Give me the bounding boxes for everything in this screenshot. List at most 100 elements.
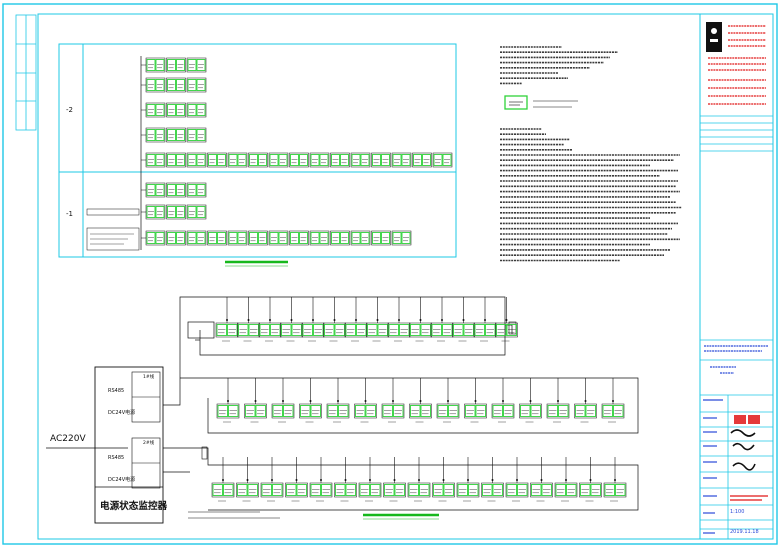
floor-diagram-caption [225,260,288,267]
floor-module [145,230,166,246]
monitor-module [216,403,240,419]
floor-module [248,152,268,168]
floor-module [371,152,391,168]
module-row-bottom [211,457,627,502]
floor-module [145,182,166,198]
monitor-module [601,403,625,419]
monitor-module [383,482,406,498]
monitor-module [603,482,627,498]
floor-module [391,230,412,246]
monitor-module [430,322,454,338]
monitor-module [301,322,325,338]
floor-module [186,102,207,118]
floor-module [391,152,412,168]
monitor-module [381,403,405,419]
monitor-module [456,482,480,498]
floor-module [371,230,391,246]
monitor-module [519,403,542,419]
monitor-module [280,322,303,338]
floor-module [350,230,371,246]
monitor-module [354,403,377,419]
port-group-1: 1#线 [143,373,155,380]
monitor-module [505,482,529,498]
monitor-module [574,403,597,419]
monitor-module [334,482,357,498]
date-value: 2019.11.18 [730,529,759,535]
monitor-module [326,403,350,419]
floor-module [186,152,207,168]
module-row-top [215,297,518,342]
monitoring-diagram-caption [363,513,439,520]
monitor-module [409,403,432,419]
monitor-module [452,322,475,338]
monitor-module [271,403,295,419]
monitor-module [358,482,382,498]
floor-module [166,152,186,168]
floor-module [207,230,227,246]
floor-module [186,182,207,198]
floor-module [227,230,248,246]
floor-module [145,127,166,143]
monitor-module [432,482,455,498]
floor-module [166,182,186,198]
floor-module [166,230,186,246]
monitor-module [495,322,518,338]
monitor-module [387,322,411,338]
monitor-module [481,482,504,498]
module-row-middle [216,378,625,423]
floor-module [289,152,309,168]
floor-module [432,152,453,168]
monitor-module [464,403,487,419]
port-group-2: 2#线 [143,439,155,446]
floor-module [227,152,248,168]
company-logo-icon [706,22,722,52]
port-1-dc: DC24V电源 [108,409,135,416]
bus-wiring [163,296,639,511]
floor-module [207,152,227,168]
monitor-module [366,322,389,338]
floor-distribution-diagram: -2 -1 [58,43,457,267]
monitor-module [344,322,368,338]
monitor-module [244,403,267,419]
floor-module [248,230,268,246]
floor-module [166,127,186,143]
monitor-module [546,403,570,419]
floor-module [186,204,207,220]
monitor-module [579,482,602,498]
floor-module [309,152,330,168]
floor-module [309,230,330,246]
handwritten-signature-icon [730,429,756,471]
power-monitor-controller [94,366,164,524]
monitor-module [299,403,322,419]
binding-margin [15,14,37,131]
monitor-module [473,322,497,338]
monitor-module [491,403,515,419]
monitor-module [258,322,282,338]
floor-label-lower: -1 [66,210,73,218]
floor-module [166,77,186,93]
floor-module [186,127,207,143]
monitoring-system-diagram: AC220V 1#线 RS485 DC24V电源 2#线 RS485 DC24V… [46,296,639,524]
floor-module [186,57,207,73]
monitor-module [530,482,553,498]
controller-title: 电源状态监控器 [100,500,168,512]
monitor-module [285,482,308,498]
floor-module [350,152,371,168]
monitor-module [260,482,284,498]
floor-module [145,152,166,168]
monitor-module [409,322,432,338]
monitor-module [407,482,431,498]
port-1-rs485: RS485 [108,388,124,394]
floor-module [186,230,207,246]
floor-module [330,230,350,246]
ac-supply-label: AC220V [50,434,86,444]
floor-module [166,204,186,220]
floor-module [166,57,186,73]
floor-module [268,230,289,246]
floor-module [330,152,350,168]
monitor-module [211,482,235,498]
floor-module [268,152,289,168]
stamp-seal-icon [734,415,760,424]
monitor-module [215,322,239,338]
